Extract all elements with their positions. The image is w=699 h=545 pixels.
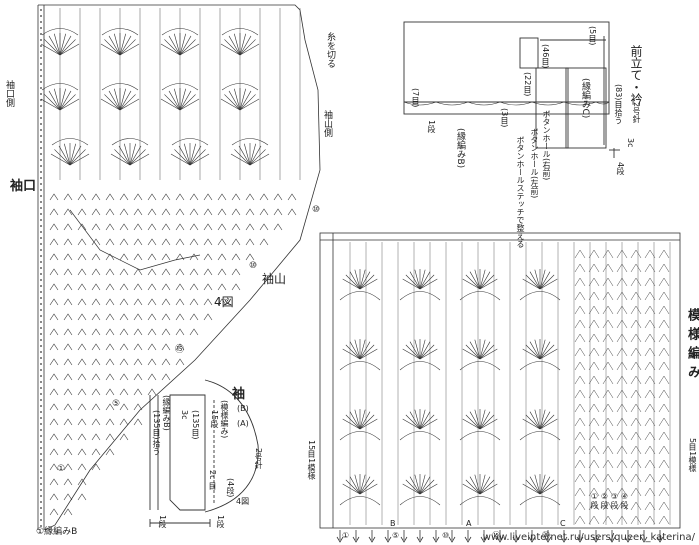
- pattern-c-label: (縁編みC): [580, 78, 590, 119]
- sleeve-needle-label: 2号針: [254, 448, 263, 470]
- main-col-marker: ⑮: [492, 531, 500, 540]
- main-row-3: ③段: [610, 492, 619, 509]
- main-col-marker: ⑩: [442, 531, 450, 540]
- main-pattern-chart: [319, 232, 681, 543]
- main-side-top: 5目1模様: [688, 438, 697, 473]
- buttonhole-left: ボタンホール(左前): [530, 128, 539, 199]
- sleeve-pickup-label: (135目)拾う: [152, 410, 161, 456]
- main-row-4: ④段: [620, 492, 629, 509]
- sleeve-stitch-count: (135目): [191, 410, 200, 440]
- main-col-marker: ⑳: [542, 531, 550, 540]
- main-col-marker: B: [390, 519, 396, 528]
- front-band-needle: 2号針: [632, 102, 641, 124]
- sleeve-cap-label: 袖山: [262, 272, 287, 286]
- sleeve-rows-4: (4段): [226, 478, 235, 498]
- main-chart-title: 模様編み: [685, 308, 699, 384]
- sleeve-chart-left: [37, 4, 321, 531]
- front-rows-4: 4段: [616, 162, 625, 176]
- main-col-marker: C: [560, 519, 566, 528]
- pattern-b-label: (縁編みB): [455, 128, 465, 169]
- main-col-marker: ⑤: [392, 531, 400, 540]
- row-marker: ⑩: [249, 261, 258, 271]
- front-count-3: (3目): [500, 108, 509, 128]
- sleeve-figure: 4図: [236, 497, 250, 506]
- edging-b-label: ①縁編みB: [36, 527, 78, 537]
- row-marker: ⑮: [175, 345, 185, 355]
- main-side-bottom: 15目1模様: [307, 440, 316, 480]
- row-marker: ⑩: [312, 205, 321, 215]
- buttonhole-right: ボタンホール(右前): [542, 110, 551, 181]
- sleeve-rows-1: 1段: [158, 515, 167, 529]
- row-marker: ①: [57, 464, 66, 474]
- sleeve-3c-label: 3c: [180, 410, 189, 420]
- main-row-2: ②段: [600, 492, 609, 509]
- front-count-83: (83)目拾う: [614, 84, 623, 125]
- sleeve-b-label: (B): [237, 404, 249, 413]
- figure-label: 4図: [214, 295, 234, 309]
- sleeve-pattern-label: (模様編み): [220, 400, 229, 439]
- sleeve-edging-label: (縁編みB): [162, 395, 171, 431]
- main-col-marker: A: [466, 519, 472, 528]
- front-count-22: (22目): [523, 72, 532, 97]
- cuff-side-label: 袖口側: [4, 80, 14, 107]
- main-col-marker: ①: [342, 531, 350, 540]
- sleeve-rows-1b: 1段: [216, 515, 225, 529]
- front-band-title: 前立て・衿: [629, 45, 643, 105]
- buttonhole-note: ボタンホールステッチで整える: [516, 136, 525, 248]
- sleeve-dims-2c: 2c 目: [208, 470, 217, 491]
- sleeve-a-label: (A): [237, 419, 249, 428]
- front-rows-1: 1段: [427, 120, 436, 134]
- sleeve-title: 袖: [232, 387, 246, 402]
- sleeve-schematic: [149, 379, 259, 527]
- source-watermark: www.liveinternet.ru/users/queen_katerina…: [482, 532, 695, 543]
- front-count-46: (46目): [541, 44, 550, 69]
- cut-yarn-label: 糸を切る: [325, 32, 335, 68]
- main-row-1: ①段: [590, 492, 599, 509]
- sleeve-cap-side-label: 袖山側: [322, 110, 332, 137]
- front-count-top: (5目): [588, 26, 597, 46]
- cuff-label: 袖口: [10, 179, 37, 194]
- front-count-7: (7目): [411, 88, 420, 108]
- front-rows-3c: 3c: [626, 138, 635, 148]
- front-band-schematic: [403, 21, 620, 158]
- sleeve-rows-15: 15段: [210, 410, 219, 429]
- row-marker: ⑤: [112, 399, 121, 409]
